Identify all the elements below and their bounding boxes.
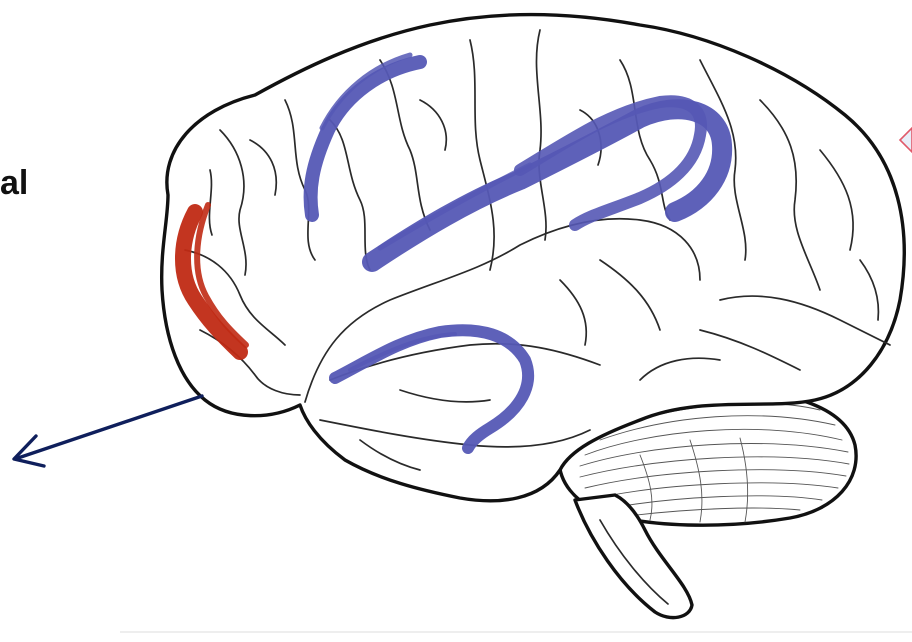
triangle-marker-icon bbox=[900, 128, 912, 152]
arrow-left-down-icon bbox=[14, 396, 202, 466]
partial-label: al bbox=[0, 166, 28, 200]
